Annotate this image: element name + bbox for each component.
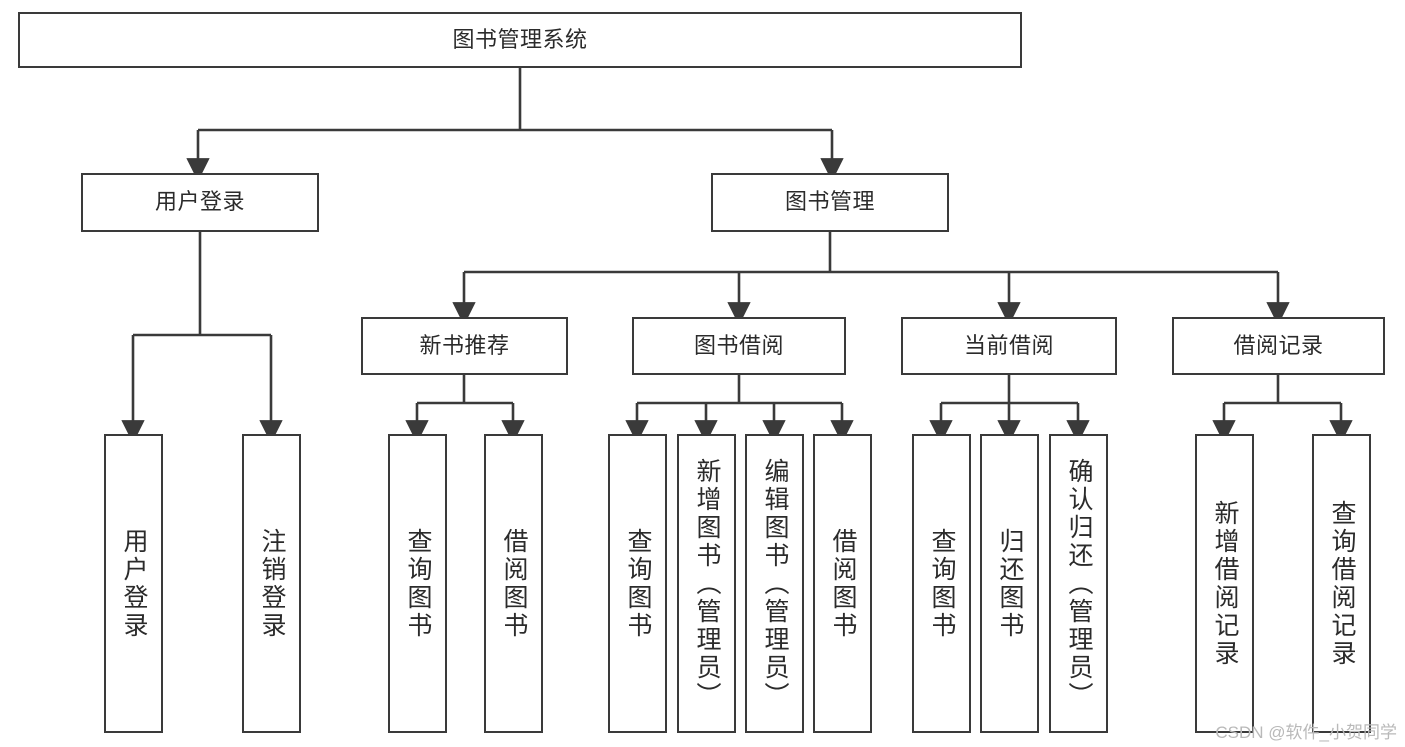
leaf-new-book-borrow-book[interactable]: 借阅图书 — [484, 434, 543, 733]
node-label: 编辑图书（管理员） — [761, 457, 789, 710]
leaf-book-borrow-add-book-admin[interactable]: 新增图书（管理员） — [677, 434, 736, 733]
node-label: 注销登录 — [258, 527, 286, 640]
node-label: 借阅图书 — [500, 527, 528, 640]
leaf-book-borrow-borrow-book[interactable]: 借阅图书 — [813, 434, 872, 733]
node-label: 借阅图书 — [829, 527, 857, 640]
node-current-borrow[interactable]: 当前借阅 — [901, 317, 1117, 375]
node-label: 新增图书（管理员） — [693, 457, 721, 710]
node-label: 图书管理系统 — [452, 26, 588, 52]
node-label: 图书管理 — [784, 189, 875, 215]
leaf-current-borrow-return-book[interactable]: 归还图书 — [980, 434, 1039, 733]
leaf-borrow-record-query-record[interactable]: 查询借阅记录 — [1312, 434, 1371, 733]
node-label: 新书推荐 — [419, 332, 510, 358]
leaf-new-book-query-book[interactable]: 查询图书 — [388, 434, 447, 733]
leaf-book-borrow-edit-book-admin[interactable]: 编辑图书（管理员） — [745, 434, 804, 733]
node-book-borrow[interactable]: 图书借阅 — [632, 317, 846, 375]
csdn-watermark: CSDN @软件_小贺同学 — [1215, 723, 1397, 742]
node-label: 用户登录 — [154, 189, 245, 215]
node-label: 查询图书 — [624, 527, 652, 640]
node-label: 查询图书 — [404, 527, 432, 640]
node-label: 图书借阅 — [693, 332, 784, 358]
node-label: 当前借阅 — [963, 332, 1054, 358]
node-label: 查询借阅记录 — [1328, 499, 1356, 668]
node-label: 查询图书 — [928, 527, 956, 640]
leaf-current-borrow-confirm-return-admin[interactable]: 确认归还（管理员） — [1049, 434, 1108, 733]
leaf-user-login-logout[interactable]: 注销登录 — [242, 434, 301, 733]
leaf-borrow-record-add-record[interactable]: 新增借阅记录 — [1195, 434, 1254, 733]
node-new-book-recommend[interactable]: 新书推荐 — [361, 317, 568, 375]
node-label: 借阅记录 — [1233, 332, 1324, 358]
node-root-book-management-system[interactable]: 图书管理系统 — [18, 12, 1022, 68]
node-label: 归还图书 — [996, 527, 1024, 640]
node-label: 新增借阅记录 — [1211, 499, 1239, 668]
node-borrow-record[interactable]: 借阅记录 — [1172, 317, 1385, 375]
node-book-management[interactable]: 图书管理 — [711, 173, 949, 232]
leaf-user-login-do-login[interactable]: 用户登录 — [104, 434, 163, 733]
leaf-book-borrow-query-book[interactable]: 查询图书 — [608, 434, 667, 733]
leaf-current-borrow-query-book[interactable]: 查询图书 — [912, 434, 971, 733]
node-label: 确认归还（管理员） — [1065, 457, 1093, 710]
node-label: 用户登录 — [120, 527, 148, 640]
node-user-login[interactable]: 用户登录 — [81, 173, 319, 232]
